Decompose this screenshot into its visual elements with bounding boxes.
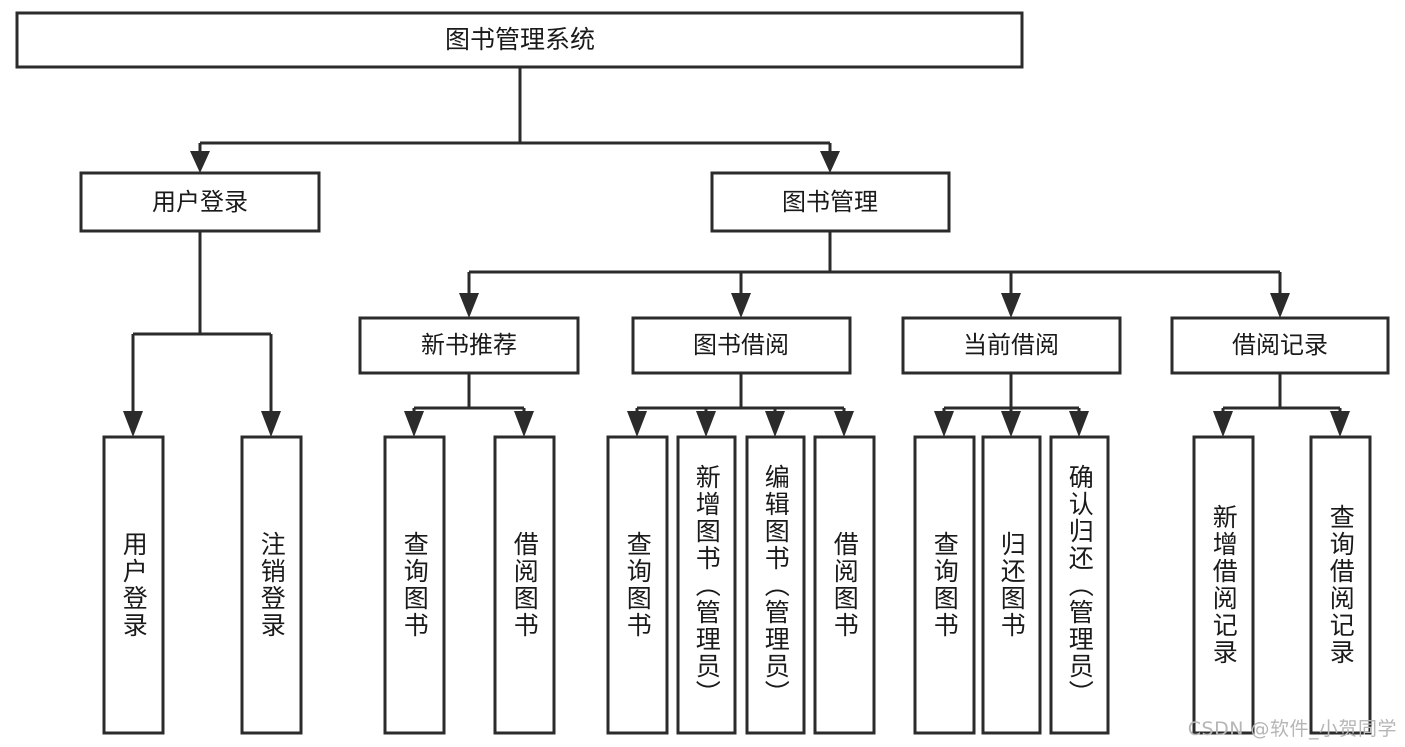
node-leaf-user-login[interactable] [102, 435, 165, 735]
node-book-borrow-label: 图书借阅 [693, 331, 789, 359]
arrow-record-leaf-2 [1330, 411, 1350, 437]
arrow-book-to-current [1001, 293, 1021, 318]
node-leaf-borrow-query[interactable] [606, 435, 669, 735]
node-leaf-current-confirm[interactable] [1049, 435, 1110, 735]
node-new-book-recommend[interactable] [358, 316, 580, 375]
node-leaf-borrow-edit[interactable] [745, 435, 806, 735]
arrow-current-leaf-1 [934, 411, 954, 437]
arrow-book-to-borrow [731, 293, 751, 318]
connectors-group [123, 67, 1350, 437]
arrow-user-leaf-2 [261, 411, 281, 437]
arrow-book-to-newbook [459, 293, 479, 318]
arrow-borrow-leaf-3 [765, 411, 785, 437]
node-leaf-newbook-borrow[interactable] [493, 435, 556, 735]
arrow-borrow-leaf-1 [627, 411, 647, 437]
node-user-login[interactable] [79, 171, 321, 233]
node-new-book-recommend-label: 新书推荐 [421, 331, 517, 359]
node-borrow-record-label: 借阅记录 [1232, 331, 1328, 359]
arrow-user-leaf-1 [123, 411, 143, 437]
node-current-borrow-label: 当前借阅 [963, 331, 1059, 359]
watermark: CSDN @软件_小贺同学 [1187, 718, 1397, 740]
arrow-current-leaf-2 [1001, 411, 1021, 437]
node-leaf-newbook-query[interactable] [383, 435, 446, 735]
node-borrow-record[interactable] [1170, 316, 1390, 375]
nodes-group: 图书管理系统 用户登录 图书管理 新书推荐 图书借阅 当前借阅 借阅记录 [15, 11, 1390, 735]
node-current-borrow[interactable] [901, 316, 1122, 375]
arrow-borrow-leaf-2 [696, 411, 716, 437]
arrow-borrow-leaf-4 [834, 411, 854, 437]
arrow-current-leaf-3 [1069, 411, 1089, 437]
arrow-root-to-book [820, 151, 840, 173]
node-book-manage[interactable] [710, 171, 951, 233]
node-leaf-user-logout[interactable] [240, 435, 303, 735]
node-leaf-current-return[interactable] [981, 435, 1042, 735]
node-book-manage-label: 图书管理 [782, 188, 878, 216]
node-leaf-borrow-lend[interactable] [813, 435, 876, 735]
arrow-root-to-user [190, 151, 210, 173]
node-leaf-record-query[interactable] [1309, 435, 1372, 735]
arrow-newbook-leaf-2 [514, 411, 534, 437]
node-book-borrow[interactable] [631, 316, 852, 375]
node-root-label: 图书管理系统 [445, 25, 595, 54]
node-leaf-record-add[interactable] [1192, 435, 1255, 735]
arrow-record-leaf-1 [1213, 411, 1233, 437]
node-root[interactable] [15, 11, 1024, 69]
node-leaf-borrow-add[interactable] [676, 435, 737, 735]
arrow-book-to-record [1270, 293, 1290, 318]
arrow-newbook-leaf-1 [404, 411, 424, 437]
node-leaf-current-query[interactable] [913, 435, 976, 735]
node-user-login-label: 用户登录 [152, 188, 248, 216]
